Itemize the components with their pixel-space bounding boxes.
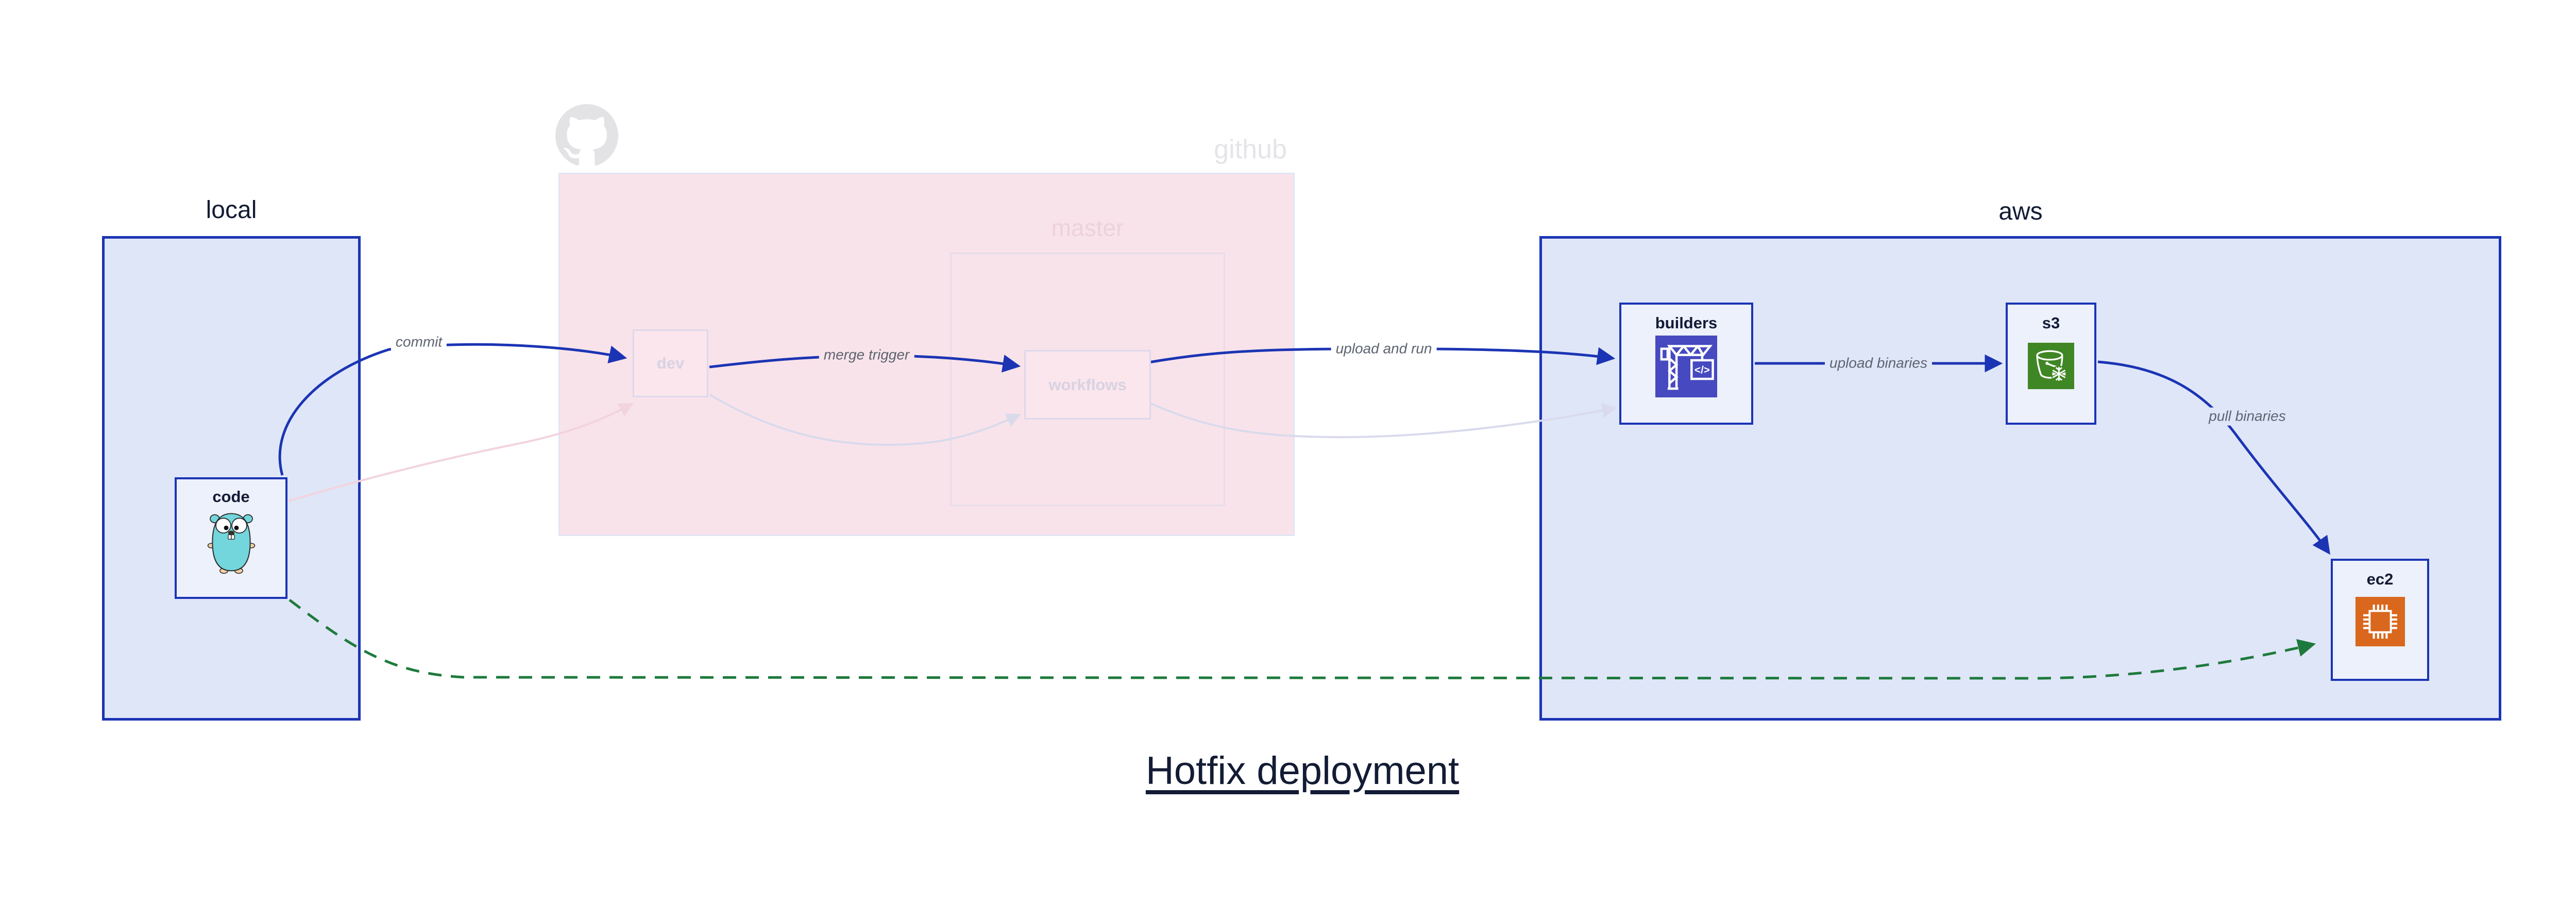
group-label-local: local — [206, 196, 257, 224]
edge-label-upload-and-run: upload and run — [1331, 340, 1437, 358]
node-workflows-label: workflows — [1048, 375, 1127, 394]
github-octocat-icon — [555, 104, 618, 165]
edge-pull-binaries — [2097, 360, 2331, 555]
edge-dev-workflows-faded — [709, 394, 1021, 446]
edge-label-pull-binaries: pull binaries — [2204, 407, 2291, 426]
group-master — [950, 253, 1225, 506]
group-label-github: github — [1214, 135, 1287, 164]
node-code-label: code — [212, 488, 250, 506]
node-s3: s3 — [2006, 303, 2096, 425]
edge-workflows-builders-faded — [1149, 402, 1617, 439]
group-label-master: master — [1051, 214, 1124, 241]
edge-commit — [278, 343, 628, 476]
node-builders-label: builders — [1655, 314, 1718, 332]
edge-label-merge-trigger: merge trigger — [819, 346, 914, 364]
node-code: code — [175, 477, 287, 599]
node-s3-label: s3 — [2042, 314, 2060, 332]
node-builders: builders </> — [1619, 303, 1753, 425]
edge-label-upload-binaries: upload binaries — [1825, 354, 1932, 373]
ec2-chip-icon — [2355, 597, 2405, 646]
group-label-aws: aws — [1998, 198, 2043, 225]
s3-bucket-icon — [2028, 343, 2074, 389]
node-dev: dev — [633, 329, 708, 397]
node-ec2: ec2 — [2331, 559, 2429, 681]
edge-hotfix-dashed — [289, 599, 2316, 680]
codebuild-crane-icon: </> — [1655, 336, 1717, 397]
node-ec2-label: ec2 — [2366, 570, 2394, 588]
node-workflows: workflows — [1024, 350, 1151, 420]
diagram-title: Hotfix deployment — [1145, 749, 1460, 793]
node-dev-label: dev — [656, 354, 685, 372]
edge-label-commit: commit — [391, 333, 447, 352]
go-gopher-icon — [206, 511, 257, 577]
edge-code-dev-faded — [288, 403, 634, 502]
code-glyph: </> — [1694, 364, 1710, 376]
